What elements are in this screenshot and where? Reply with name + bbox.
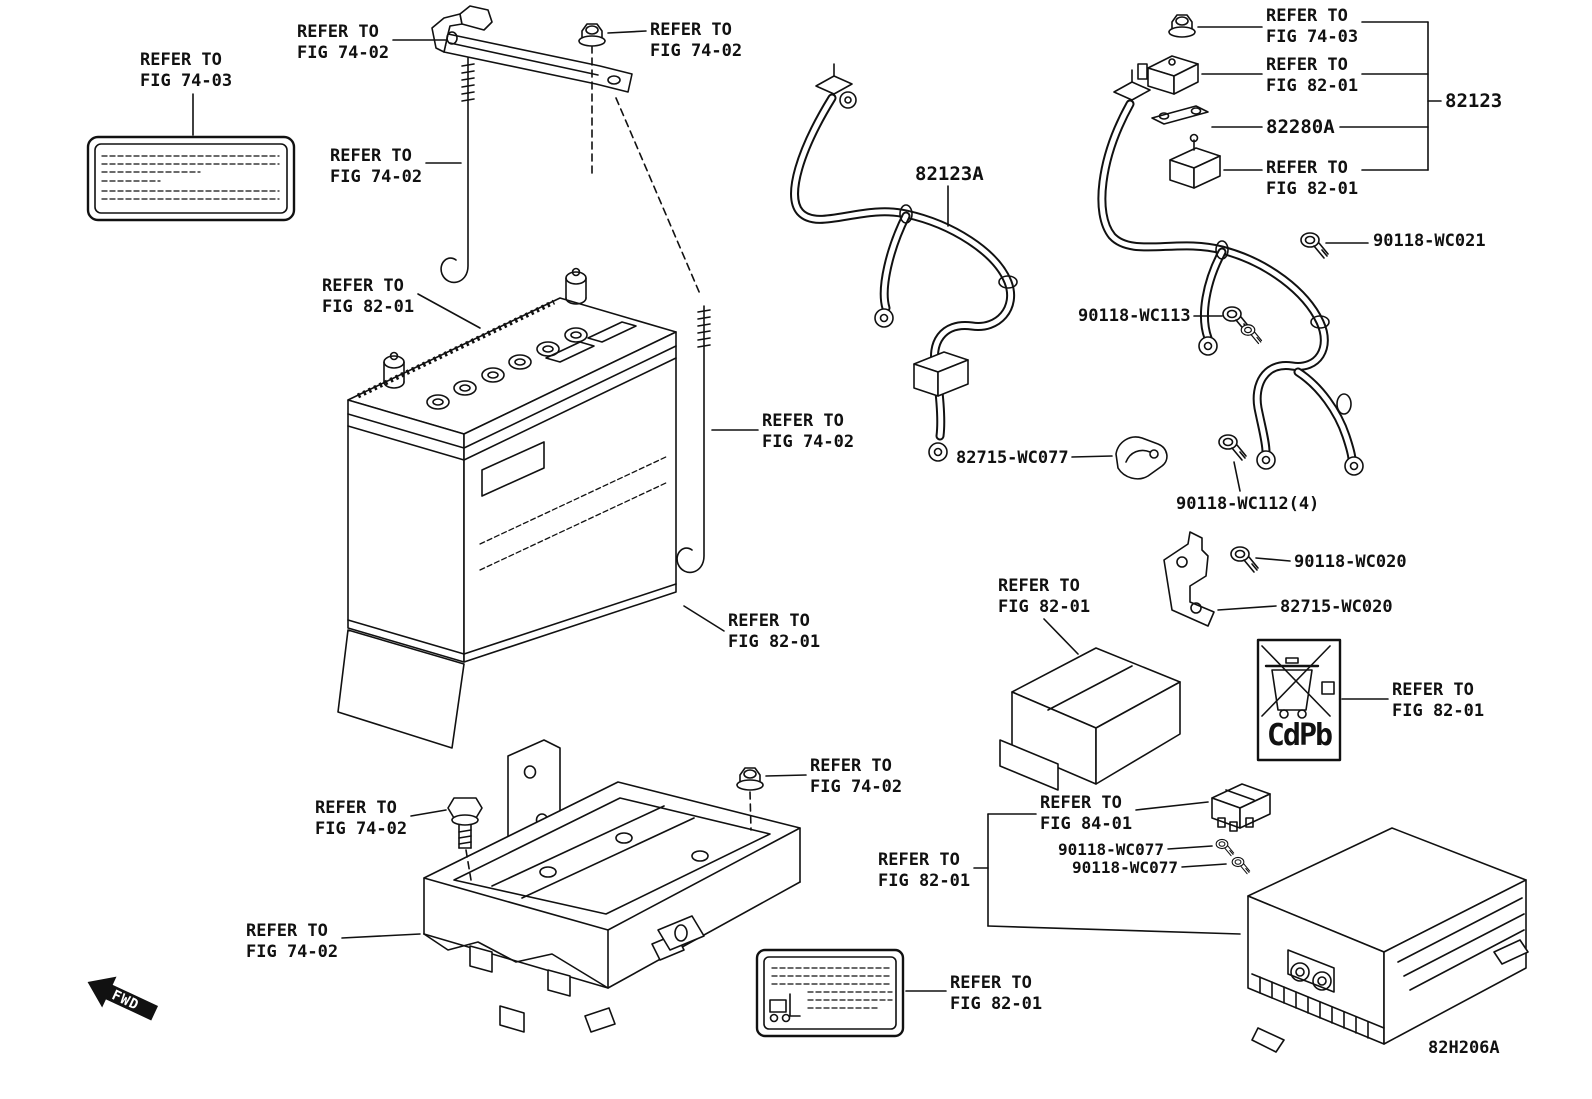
part-label-90118-wc112: 90118-WC112(4) [1176,494,1320,514]
clamp-82715-wc077-drawing [1115,436,1168,480]
battery-tray-drawing [423,739,801,1033]
bolt-90118-wc021-drawing [1300,232,1329,259]
part-label-82280a: 82280A [1266,116,1335,138]
bolt-90118-wc112-drawing [1218,434,1247,461]
part-label-90118-wc020: 90118-WC020 [1294,552,1407,572]
battery-cable-82123-drawing [1097,69,1364,476]
cover-drawing [999,647,1181,791]
bolt-90118-wc113-drawing [1222,306,1263,345]
part-label-82123: 82123 [1445,90,1503,112]
part-label-82123a: 82123A [915,163,984,185]
j-bolt-right-drawing [676,305,711,574]
bolt-90118-wc077-a-drawing [1215,838,1235,857]
part-label-82715-wc020: 82715-WC020 [1280,597,1393,617]
flange-nut-bottom [736,767,764,791]
sensor-parts-drawing [1137,14,1221,189]
battery-drawing [337,267,677,749]
ecu-drawing [1247,827,1529,1053]
cdpb-label: CdPb [1266,718,1333,753]
flange-nut-top [578,23,606,47]
bolt-90118-wc020-drawing [1230,546,1259,573]
warning-label-drawing [86,135,296,222]
part-label-82715-wc077: 82715-WC077 [956,448,1069,468]
fwd-arrow: FWD [87,976,159,1021]
caution-label-drawing [755,948,905,1038]
relay-drawing [1211,783,1271,832]
j-bolt-left-drawing [440,57,475,284]
part-label-90118-wc021: 90118-WC021 [1373,231,1486,251]
part-label-90118-wc077-b: 90118-WC077 [1072,858,1178,877]
dashed-lines [465,45,752,881]
bracket-82715-wc020-drawing [1163,531,1215,627]
part-label-90118-wc077-a: 90118-WC077 [1058,840,1164,859]
leader-lines [192,21,1442,992]
battery-cable-82123a-drawing [790,63,1018,462]
part-label-90118-wc113: 90118-WC113 [1078,306,1191,326]
tray-bolt-drawing [447,797,483,849]
hold-down-clamp-drawing [431,5,633,93]
battery-recycling-mark [1256,638,1342,762]
diagram-code: 82H206A [1428,1038,1500,1058]
bolt-90118-wc077-b-drawing [1231,856,1251,875]
